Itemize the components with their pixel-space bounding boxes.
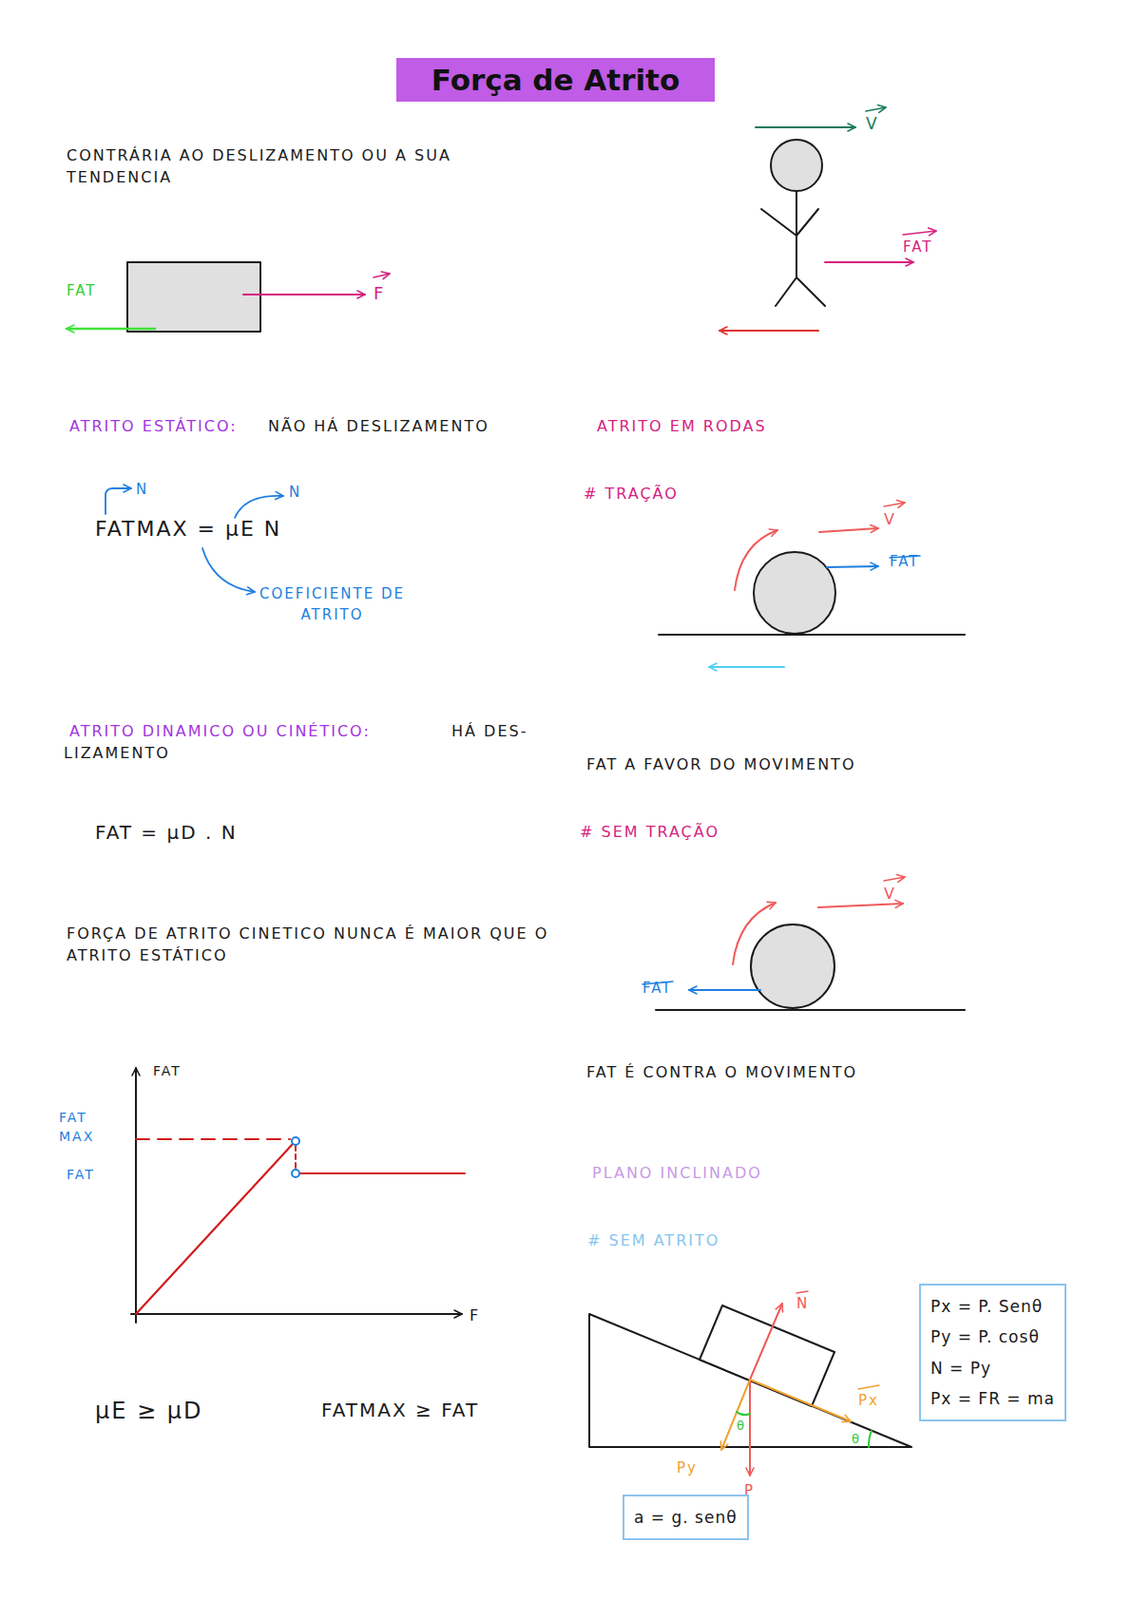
subsection-heading: # TRAÇÃO (583, 482, 679, 505)
axis-label: FAT (153, 1061, 182, 1081)
velocity-label: V (883, 508, 897, 531)
axis-label: FAT MAX (58, 1108, 101, 1148)
force-label: FAT (642, 978, 673, 1000)
velocity-label: V (865, 112, 880, 136)
axis-label: FAT (66, 1165, 96, 1185)
section-heading: PLANO INCLINADO (592, 1162, 763, 1185)
axis-label: F (469, 1304, 480, 1327)
normal-label: N (135, 479, 149, 501)
velocity-label: V (883, 882, 897, 905)
formula-line: Px = P. Senθ (930, 1291, 1056, 1323)
formula-line: Py = P. cosθ (930, 1322, 1056, 1353)
formula: μE ≥ μD (95, 1395, 204, 1429)
angle-label: θ (736, 1418, 747, 1437)
note-text: CONTRÁRIA AO DESLIZAMENTO OU A SUA TENDE… (66, 144, 561, 189)
section-heading: ATRITO ESTÁTICO: (69, 415, 238, 438)
section-heading: ATRITO DINAMICO OU CINÉTICO: (69, 720, 371, 743)
note-text: FORÇA DE ATRITO CINETICO NUNCA É MAIOR Q… (66, 922, 585, 967)
result-box: a = g. senθ (622, 1495, 749, 1541)
force-label: N (796, 1294, 809, 1316)
subsection-heading: # SEM TRAÇÃO (579, 821, 720, 844)
angle-label: θ (851, 1431, 862, 1450)
note-text: HÁ DES- LIZAMENTO (63, 720, 573, 765)
subsection-heading: # SEM ATRITO (587, 1229, 720, 1252)
note-text: FAT É CONTRA O MOVIMENTO (586, 1061, 858, 1084)
formula-line: N = Py (930, 1353, 1056, 1384)
force-label: Py (676, 1458, 698, 1480)
page-title: Força de Atrito (396, 57, 715, 102)
force-label: Px (858, 1391, 880, 1413)
note-text: FAT A FAVOR DO MOVIMENTO (586, 753, 856, 776)
force-label: FAT (889, 552, 921, 574)
formula-line: a = g. senθ (633, 1502, 738, 1534)
force-label: F (373, 281, 385, 307)
formula: FATMAX = μE N (95, 514, 282, 545)
note-text: NÃO HÁ DESLIZAMENTO (268, 415, 490, 438)
formula-box: Px = P. SenθPy = P. cosθN = PyPx = FR = … (919, 1284, 1067, 1422)
annotation: COEFICIENTE DE ATRITO (249, 584, 416, 627)
formula: FAT = μD . N (95, 819, 238, 847)
normal-label: N (288, 482, 302, 504)
force-label: FAT (66, 281, 97, 303)
formula: FATMAX ≥ FAT (321, 1397, 480, 1425)
formula-line: Px = FR = ma (930, 1383, 1056, 1415)
force-label: FAT (902, 237, 934, 259)
section-heading: ATRITO EM RODAS (596, 415, 768, 438)
